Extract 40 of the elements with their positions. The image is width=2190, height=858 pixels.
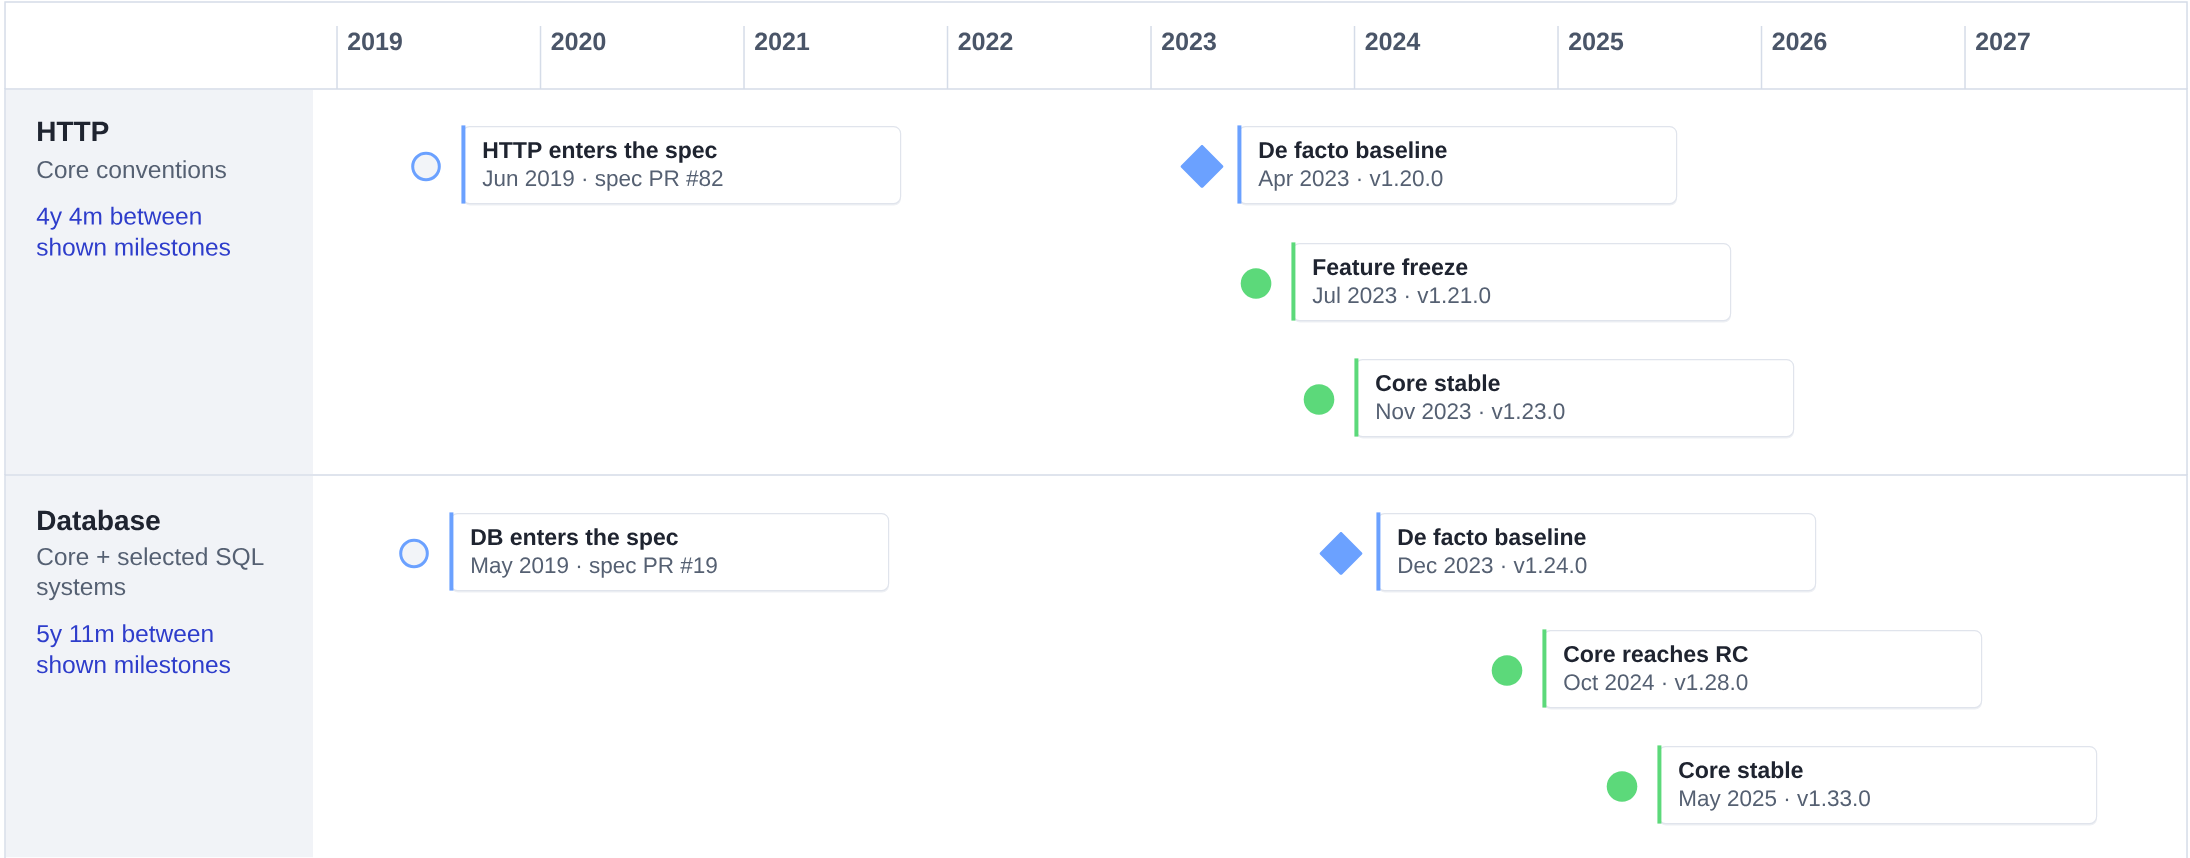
milestone-card	[449, 512, 890, 593]
year-label: 2019	[348, 32, 402, 51]
milestone-title: De facto baseline	[1259, 141, 1447, 159]
lane-title: Database	[38, 509, 160, 531]
milestone-card	[1542, 629, 1983, 710]
span-note: 4y 4m between shown milestones	[36, 206, 230, 256]
milestone-title: Feature freeze	[1313, 258, 1468, 276]
year-label: 2024	[1365, 32, 1421, 51]
milestone-title: HTTP enters the spec	[483, 141, 717, 163]
milestone-card	[1376, 512, 1817, 593]
span-note: 5y 11m between shown milestones	[36, 624, 230, 674]
milestone-card	[1291, 242, 1732, 323]
milestone-date: Jun 2019 · spec PR #82	[482, 170, 723, 191]
milestone-date: Apr 2023 · v1.20.0	[1258, 170, 1443, 191]
year-label: 2026	[1772, 32, 1827, 51]
milestone-card	[1657, 745, 2098, 826]
milestone-date: May 2025 · v1.33.0	[1680, 790, 1870, 811]
milestone-card	[461, 125, 902, 206]
year-label: 2020	[551, 32, 606, 51]
lane-title: HTTP	[38, 121, 109, 141]
milestone-date: May 2019 · spec PR #19	[472, 557, 717, 578]
swimlane	[4, 474, 2188, 858]
year-label: 2023	[1162, 32, 1216, 51]
milestone-date: Oct 2024 · v1.28.0	[1564, 674, 1748, 691]
milestone-card	[1237, 125, 1678, 206]
year-label: 2022	[958, 32, 1013, 51]
year-label: 2025	[1569, 32, 1624, 51]
lane-description: Core + selected SQL systems	[36, 547, 264, 601]
milestone-title: Core stable	[1376, 374, 1500, 392]
milestone-date: Dec 2023 · v1.24.0	[1399, 557, 1587, 574]
milestone-card	[1354, 358, 1795, 439]
lane-description: Core conventions	[37, 160, 226, 179]
milestone-title: Core reaches RC	[1564, 645, 1748, 663]
milestone-title: DB enters the spec	[471, 528, 678, 550]
milestone-title: De facto baseline	[1398, 528, 1586, 546]
year-label: 2027	[1976, 32, 2030, 51]
milestone-date: Nov 2023 · v1.23.0	[1377, 403, 1565, 420]
year-label: 2021	[755, 32, 810, 51]
milestone-title: Core stable	[1679, 761, 1803, 779]
milestone-date: Jul 2023 · v1.21.0	[1312, 286, 1491, 304]
